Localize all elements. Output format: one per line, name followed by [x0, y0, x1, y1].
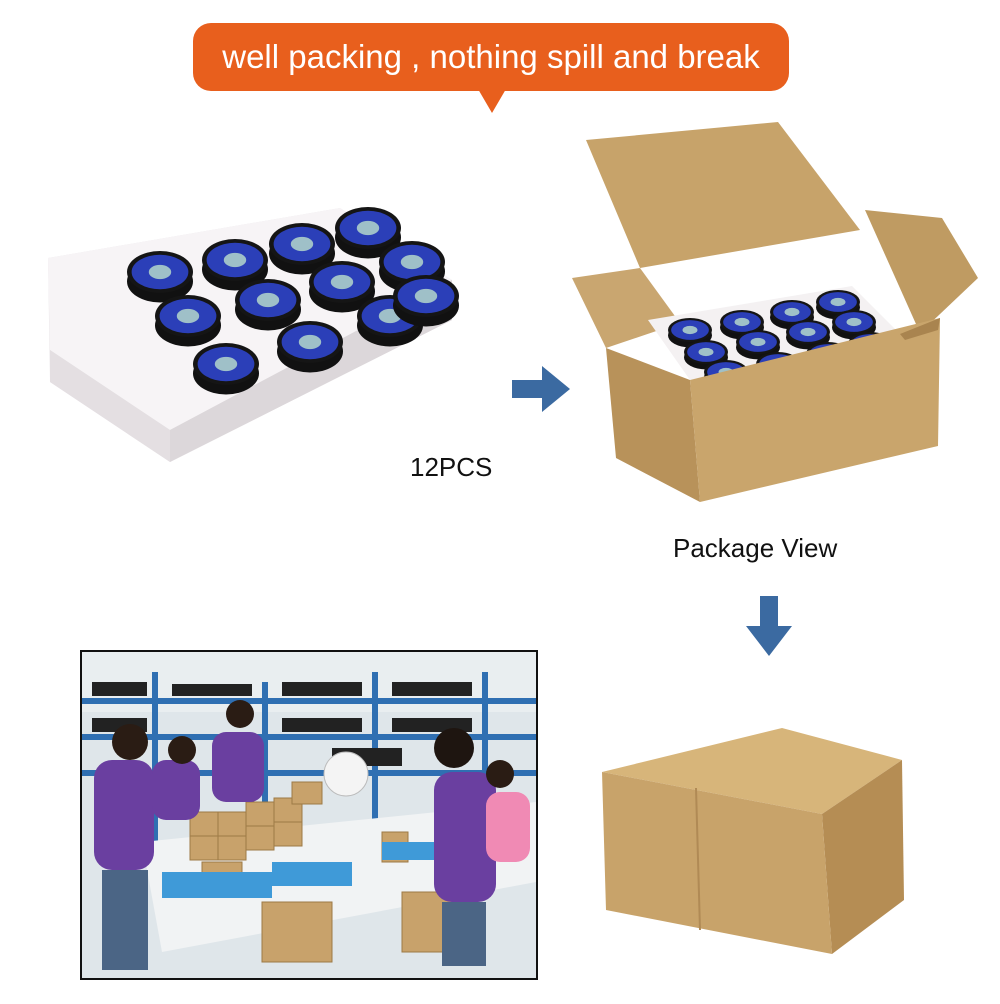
jar-lid [750, 337, 766, 347]
jar-lid [698, 347, 714, 357]
warehouse-packing-photo [80, 650, 538, 980]
jar-lid [176, 308, 200, 324]
jar-lid [223, 252, 247, 268]
jar-lid [214, 356, 238, 372]
open-box-photo [570, 118, 982, 508]
jar-lid [734, 317, 750, 327]
arrow-down-icon [746, 596, 792, 656]
jar-lid [298, 334, 322, 350]
jar-lid [414, 288, 438, 304]
jar-lid [356, 220, 380, 236]
foam-tray-photo [40, 200, 460, 470]
jar-lid [256, 292, 280, 308]
bubble-tail [478, 89, 506, 113]
quantity-caption: 12PCS [410, 452, 493, 482]
closed-box-photo [596, 728, 908, 958]
jar-lid [846, 317, 862, 327]
jar-lid [830, 297, 846, 307]
jar-lid [330, 274, 354, 290]
jar-lid [400, 254, 424, 270]
package-view-caption: Package View [673, 533, 838, 563]
jar-lid [290, 236, 314, 252]
arrow-right-icon [512, 366, 570, 412]
jar-lid [800, 327, 816, 337]
headline-bubble: well packing , nothing spill and break [193, 23, 789, 91]
jar-lid [682, 325, 698, 335]
jar-lid [784, 307, 800, 317]
jar-lid [148, 264, 172, 280]
